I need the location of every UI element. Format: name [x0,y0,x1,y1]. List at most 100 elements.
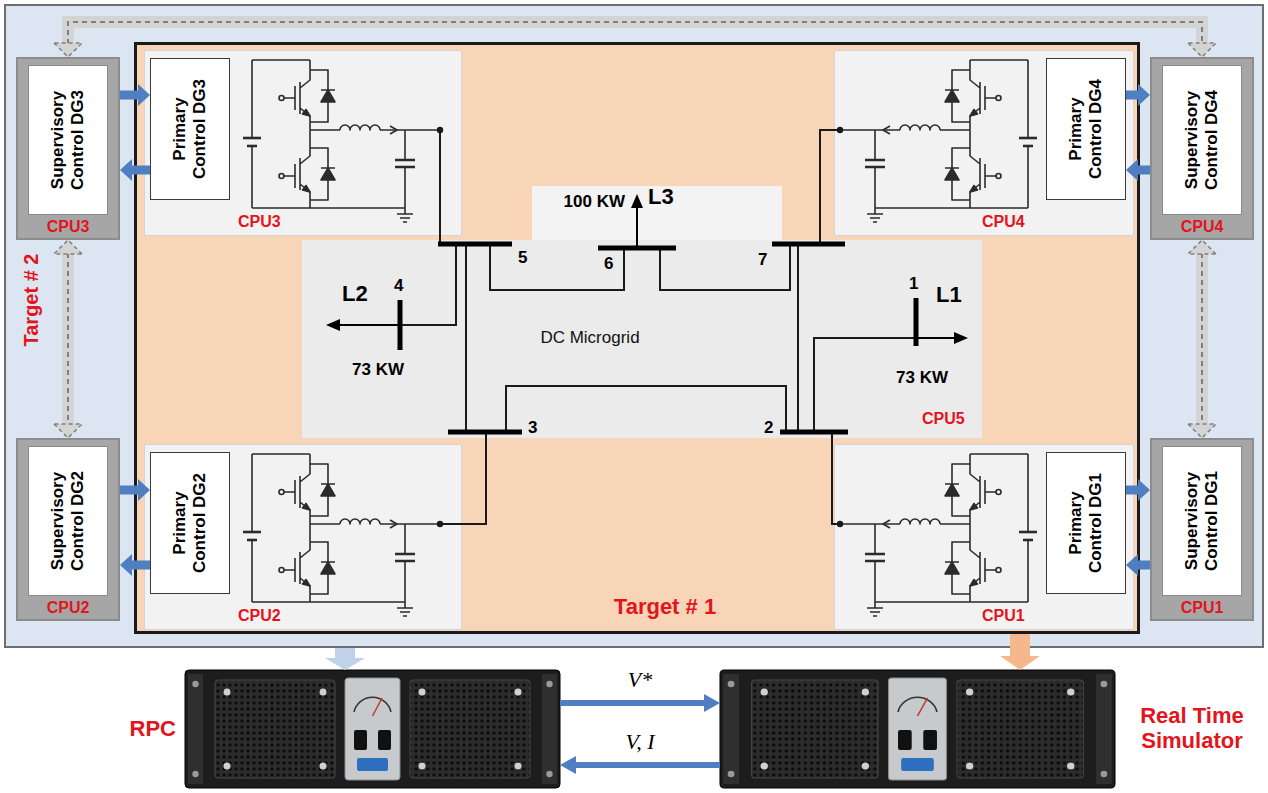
connector-arrow [1126,479,1150,501]
connector-arrow [325,648,365,670]
bus-label: L1 [936,282,972,307]
converter-dg3 [243,60,443,222]
vertical-label: Supervisory Control DG4 [1182,75,1221,205]
text-holder: 7 [758,250,772,270]
arrowhead [1000,656,1040,670]
connector-arrow [54,22,1216,57]
connector-shaft [68,22,1202,44]
node-label: Real Time Simulator [1122,703,1262,754]
arrowhead [120,159,132,181]
converter-panel: CPU4 Primary Control DG4 [834,50,1134,236]
arrowhead [1126,554,1138,576]
connector-arrow [1000,634,1040,670]
connector-shaft [560,700,705,706]
signal-label: V, I [600,729,680,754]
text-holder: L1 [936,282,972,307]
connector-arrow [1188,240,1216,438]
node-label: CPU3 [16,218,120,236]
signal-label: V* [600,667,680,692]
arrowhead [1138,84,1150,106]
arrowhead [1188,43,1216,57]
connector-dash [1201,253,1203,425]
bus-label: 1 [909,274,923,294]
arrowhead [54,43,82,57]
vertical-label: Supervisory Control DG1 [1182,456,1221,586]
node-label: CPU1 [1150,599,1254,617]
connector-arrow [1126,554,1150,576]
text-holder: CPU4 [982,213,1042,231]
converter-panel: CPU1Primary Control DG1 [834,444,1134,630]
text-holder: 1 [909,274,923,294]
connector-shaft [1196,253,1208,425]
bus-label: 4 [394,276,410,296]
text-holder: 3 [528,418,542,438]
connector-shaft [120,486,139,495]
bus-label: 6 [604,254,618,274]
vertical-label: Supervisory Control DG2 [48,456,87,586]
text-holder: CPU3 [238,213,298,231]
vertical-label: Target # 2 [20,240,43,360]
text-holder: CPU3 [16,218,120,236]
load-arrow [338,206,956,338]
connector-arrow [120,159,150,181]
arrowhead [138,479,150,501]
converter-panel: CPU2 Primary Control DG2 [144,444,462,630]
arrowhead [120,554,132,576]
connector-shaft [1137,166,1150,175]
rpc-device [185,670,560,788]
vertical-label: Primary Control DG1 [1066,464,1105,582]
connector-shaft [1010,634,1030,657]
target-panel: Target # 2Target # 1CPU3Primary Control … [4,4,1264,648]
text-holder: CPU4 [1150,218,1254,236]
arrowhead [54,424,82,438]
node-label: CPU2 [16,599,120,617]
connector-shaft [335,648,355,659]
text-holder: CPU5 [922,410,978,428]
text-holder: CPU1 [1150,599,1254,617]
vertical-label: Supervisory Control DG3 [48,75,87,205]
converter-panel: CPU3 Primary Control DG3 [144,50,462,236]
vertical-label: Primary Control DG2 [170,464,209,582]
node-label: CPU4 [982,213,1042,231]
node-label: CPU2 [238,607,298,625]
text-holder: V, I [600,729,680,754]
node-label: CPU4 [1150,218,1254,236]
arrowhead [54,240,82,254]
text-holder: CPU2 [238,607,298,625]
node-label: Target # 1 [590,594,740,619]
vertical-label: Primary Control DG3 [170,70,209,188]
node-label: RPC [96,716,176,741]
connector-shaft [1126,486,1139,495]
arrowhead [138,84,150,106]
node-label: DC Microgrid [520,328,660,348]
bus-label: L2 [342,281,378,306]
target-panel: Target # 1CPU3Primary Control DG3CPU4Pri… [134,42,1140,634]
text-holder: L2 [342,281,378,306]
arrowhead [1188,424,1216,438]
vertical-label: Primary Control DG4 [1066,70,1105,188]
simulator-unit: Real Time Simulator [720,670,1115,788]
bus-label: 3 [528,418,542,438]
supervisory-box: Supervisory Control DG2CPU2 [16,438,120,621]
connector-shaft [131,166,150,175]
load-rating: 100 KW [545,192,625,212]
dc-line [400,130,916,524]
arrowhead [1138,479,1150,501]
text-holder: CPU2 [16,599,120,617]
text-holder: DC Microgrid [520,328,660,348]
text-holder: Real Time Simulator [1122,703,1262,754]
text-holder: 6 [604,254,618,274]
arrowhead [1188,240,1216,254]
connector-arrow [120,84,150,106]
bus-label: 5 [518,248,532,268]
connector-shaft [1137,561,1150,570]
connector-arrow [1126,84,1150,106]
arrowhead [325,658,365,670]
load-area [532,186,782,240]
supervisory-box: Supervisory Control DG4CPU4 [1150,57,1254,240]
connector-shaft [120,91,139,100]
rpc-unit: RPC [185,670,560,788]
connector-dash [68,22,1202,44]
text-holder: L3 [648,184,688,209]
